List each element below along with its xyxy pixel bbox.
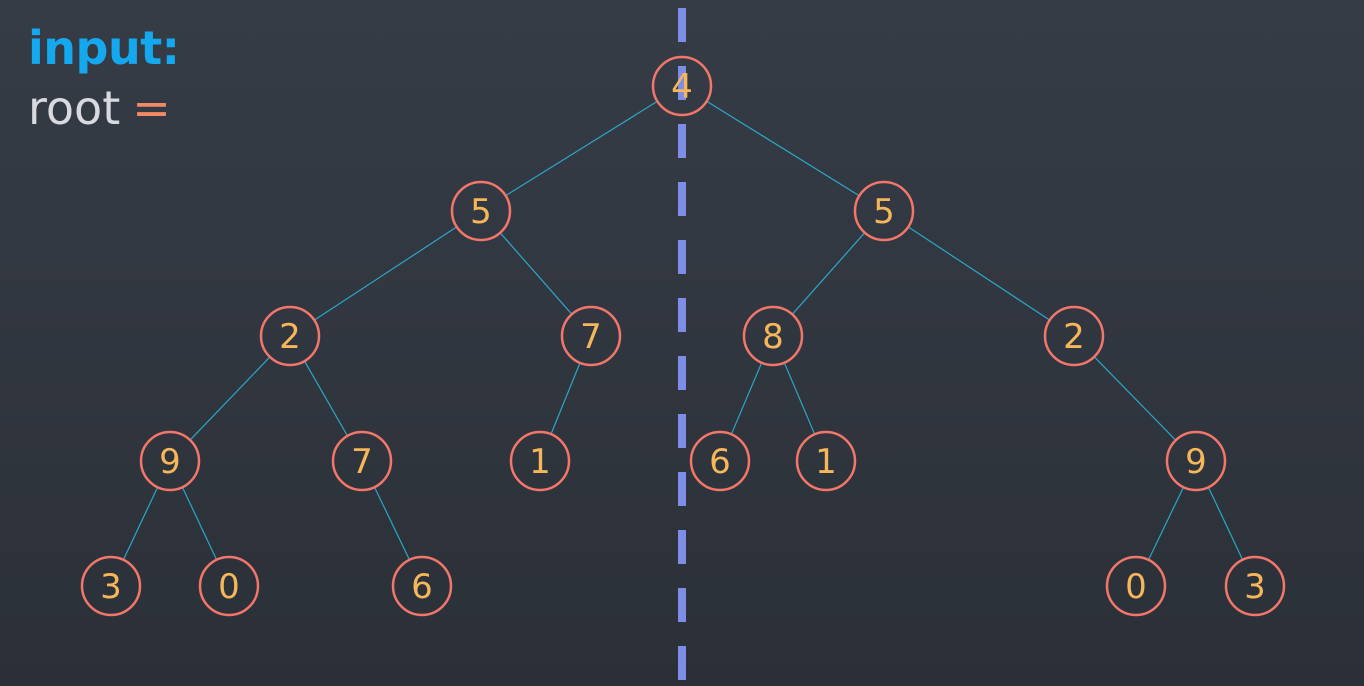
tree-edge: [706, 100, 860, 197]
header: input: root=: [28, 18, 180, 138]
tree-node: 1: [509, 430, 571, 492]
node-circle: [509, 430, 571, 492]
tree-edge: [1207, 486, 1244, 561]
node-circle: [450, 180, 512, 242]
tree-nodes: 4 5 2 9 3 0 7 6 7 1 5 8 6 1 2 9 0 3: [80, 55, 1286, 617]
tree-node: 0: [198, 555, 260, 617]
node-value: 8: [762, 317, 784, 357]
tree-edge: [303, 360, 349, 437]
node-circle: [259, 305, 321, 367]
node-value: 9: [159, 442, 181, 482]
tree-edge: [122, 486, 159, 561]
node-circle: [1105, 555, 1167, 617]
node-circle: [1165, 430, 1227, 492]
tree-edge: [783, 362, 816, 435]
node-value: 5: [873, 192, 895, 232]
root-label: root: [28, 81, 121, 135]
tree-edge: [313, 226, 458, 321]
tree-edge: [1147, 486, 1185, 561]
node-circle: [80, 555, 142, 617]
tree-node: 7: [331, 430, 393, 492]
tree-edge: [505, 100, 658, 197]
tree-edge: [373, 486, 411, 561]
equals-sign: =: [132, 81, 171, 135]
tree-edge: [189, 356, 271, 441]
tree-edge: [550, 362, 581, 435]
node-value: 0: [1125, 567, 1147, 607]
tree-node: 2: [1043, 305, 1105, 367]
node-circle: [198, 555, 260, 617]
node-circle: [689, 430, 751, 492]
tree-node: 5: [450, 180, 512, 242]
node-value: 1: [529, 442, 551, 482]
node-value: 0: [218, 567, 240, 607]
input-label: input:: [28, 21, 180, 75]
node-circle: [853, 180, 915, 242]
node-circle: [139, 430, 201, 492]
node-circle: [795, 430, 857, 492]
tree-node: 3: [80, 555, 142, 617]
node-value: 2: [1063, 317, 1085, 357]
tree-edge: [791, 232, 866, 315]
tree-node: 6: [689, 430, 751, 492]
node-value: 9: [1185, 442, 1207, 482]
node-value: 7: [580, 317, 602, 357]
tree-edges: [122, 100, 1244, 561]
node-circle: [1224, 555, 1286, 617]
root-line: root=: [28, 78, 180, 138]
node-value: 5: [470, 192, 492, 232]
tree-node: 7: [560, 305, 622, 367]
tree-edge: [907, 226, 1051, 321]
node-circle: [742, 305, 804, 367]
node-value: 6: [411, 567, 433, 607]
tree-node: 2: [259, 305, 321, 367]
tree-edge: [1093, 356, 1177, 441]
node-circle: [1043, 305, 1105, 367]
node-value: 3: [100, 567, 122, 607]
node-value: 2: [279, 317, 301, 357]
tree-node: 5: [853, 180, 915, 242]
node-circle: [651, 55, 713, 117]
tree-node: 3: [1224, 555, 1286, 617]
tree-node: 9: [1165, 430, 1227, 492]
tree-node: 8: [742, 305, 804, 367]
node-value: 1: [815, 442, 837, 482]
tree-root-node: 4: [651, 55, 713, 117]
node-value: 7: [351, 442, 373, 482]
tree-edge: [730, 362, 763, 435]
tree-node: 6: [391, 555, 453, 617]
tree-node: 1: [795, 430, 857, 492]
tree-node: 9: [139, 430, 201, 492]
tree-edge: [499, 232, 573, 315]
tree-edge: [181, 486, 218, 561]
node-value: 6: [709, 442, 731, 482]
node-circle: [560, 305, 622, 367]
node-circle: [331, 430, 393, 492]
node-value: 3: [1244, 567, 1266, 607]
node-circle: [391, 555, 453, 617]
tree-node: 0: [1105, 555, 1167, 617]
node-value: 4: [671, 67, 693, 107]
